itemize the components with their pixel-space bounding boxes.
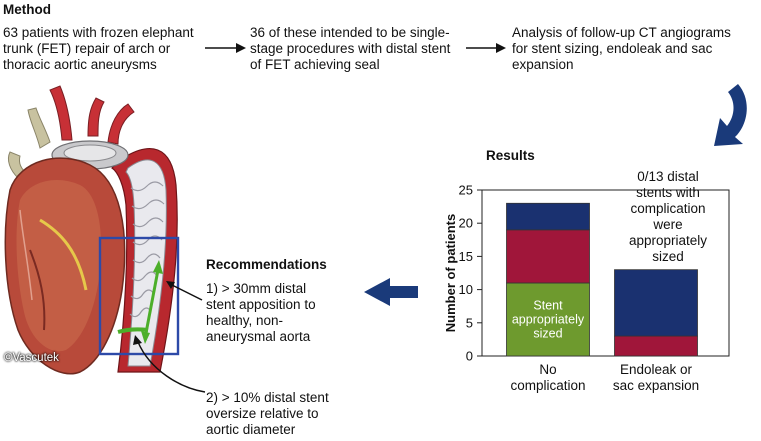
illustration-credit: ©Vascutek <box>4 352 59 364</box>
arrow-step2-to-step3 <box>466 43 506 53</box>
curved-arrow-to-results <box>714 84 747 146</box>
results-annotation: 0/13 distal stents with complication wer… <box>628 169 708 264</box>
bar-segment <box>614 269 698 337</box>
y-axis-label: Number of patients <box>443 214 458 332</box>
bar-segment <box>506 282 590 357</box>
arrow-step1-to-step2 <box>205 43 246 53</box>
recommendation-1: 1) > 30mm distal stent apposition to hea… <box>206 281 316 344</box>
y-tick-label: 10 <box>459 282 473 297</box>
y-tick-label: 25 <box>459 183 473 198</box>
bar-segment <box>614 335 698 357</box>
heart-illustration <box>4 85 178 375</box>
recommendation-2: 2) > 10% distal stent oversize relative … <box>206 390 329 437</box>
y-tick-label: 15 <box>459 249 473 264</box>
recommendations-heading: Recommendations <box>206 257 327 272</box>
y-tick-label: 5 <box>466 315 473 330</box>
method-step-2: 36 of these intended to be single- stage… <box>250 25 451 72</box>
left-arrow-to-recommendations <box>364 278 418 306</box>
bar-segment <box>506 202 590 231</box>
bar-segment <box>506 229 590 284</box>
pointer-arrow-2 <box>133 335 206 393</box>
highlight-box <box>98 236 180 356</box>
green-measurement <box>117 260 163 344</box>
y-tick-label: 0 <box>466 349 473 364</box>
method-step-3: Analysis of follow-up CT angiograms for … <box>512 25 731 72</box>
method-step-1: 63 patients with frozen elephant trunk (… <box>3 25 194 72</box>
y-tick-label: 20 <box>459 216 473 231</box>
method-heading: Method <box>3 2 51 17</box>
results-heading: Results <box>486 148 535 163</box>
plot-frame <box>481 189 730 357</box>
pointer-arrow-1 <box>166 281 203 301</box>
